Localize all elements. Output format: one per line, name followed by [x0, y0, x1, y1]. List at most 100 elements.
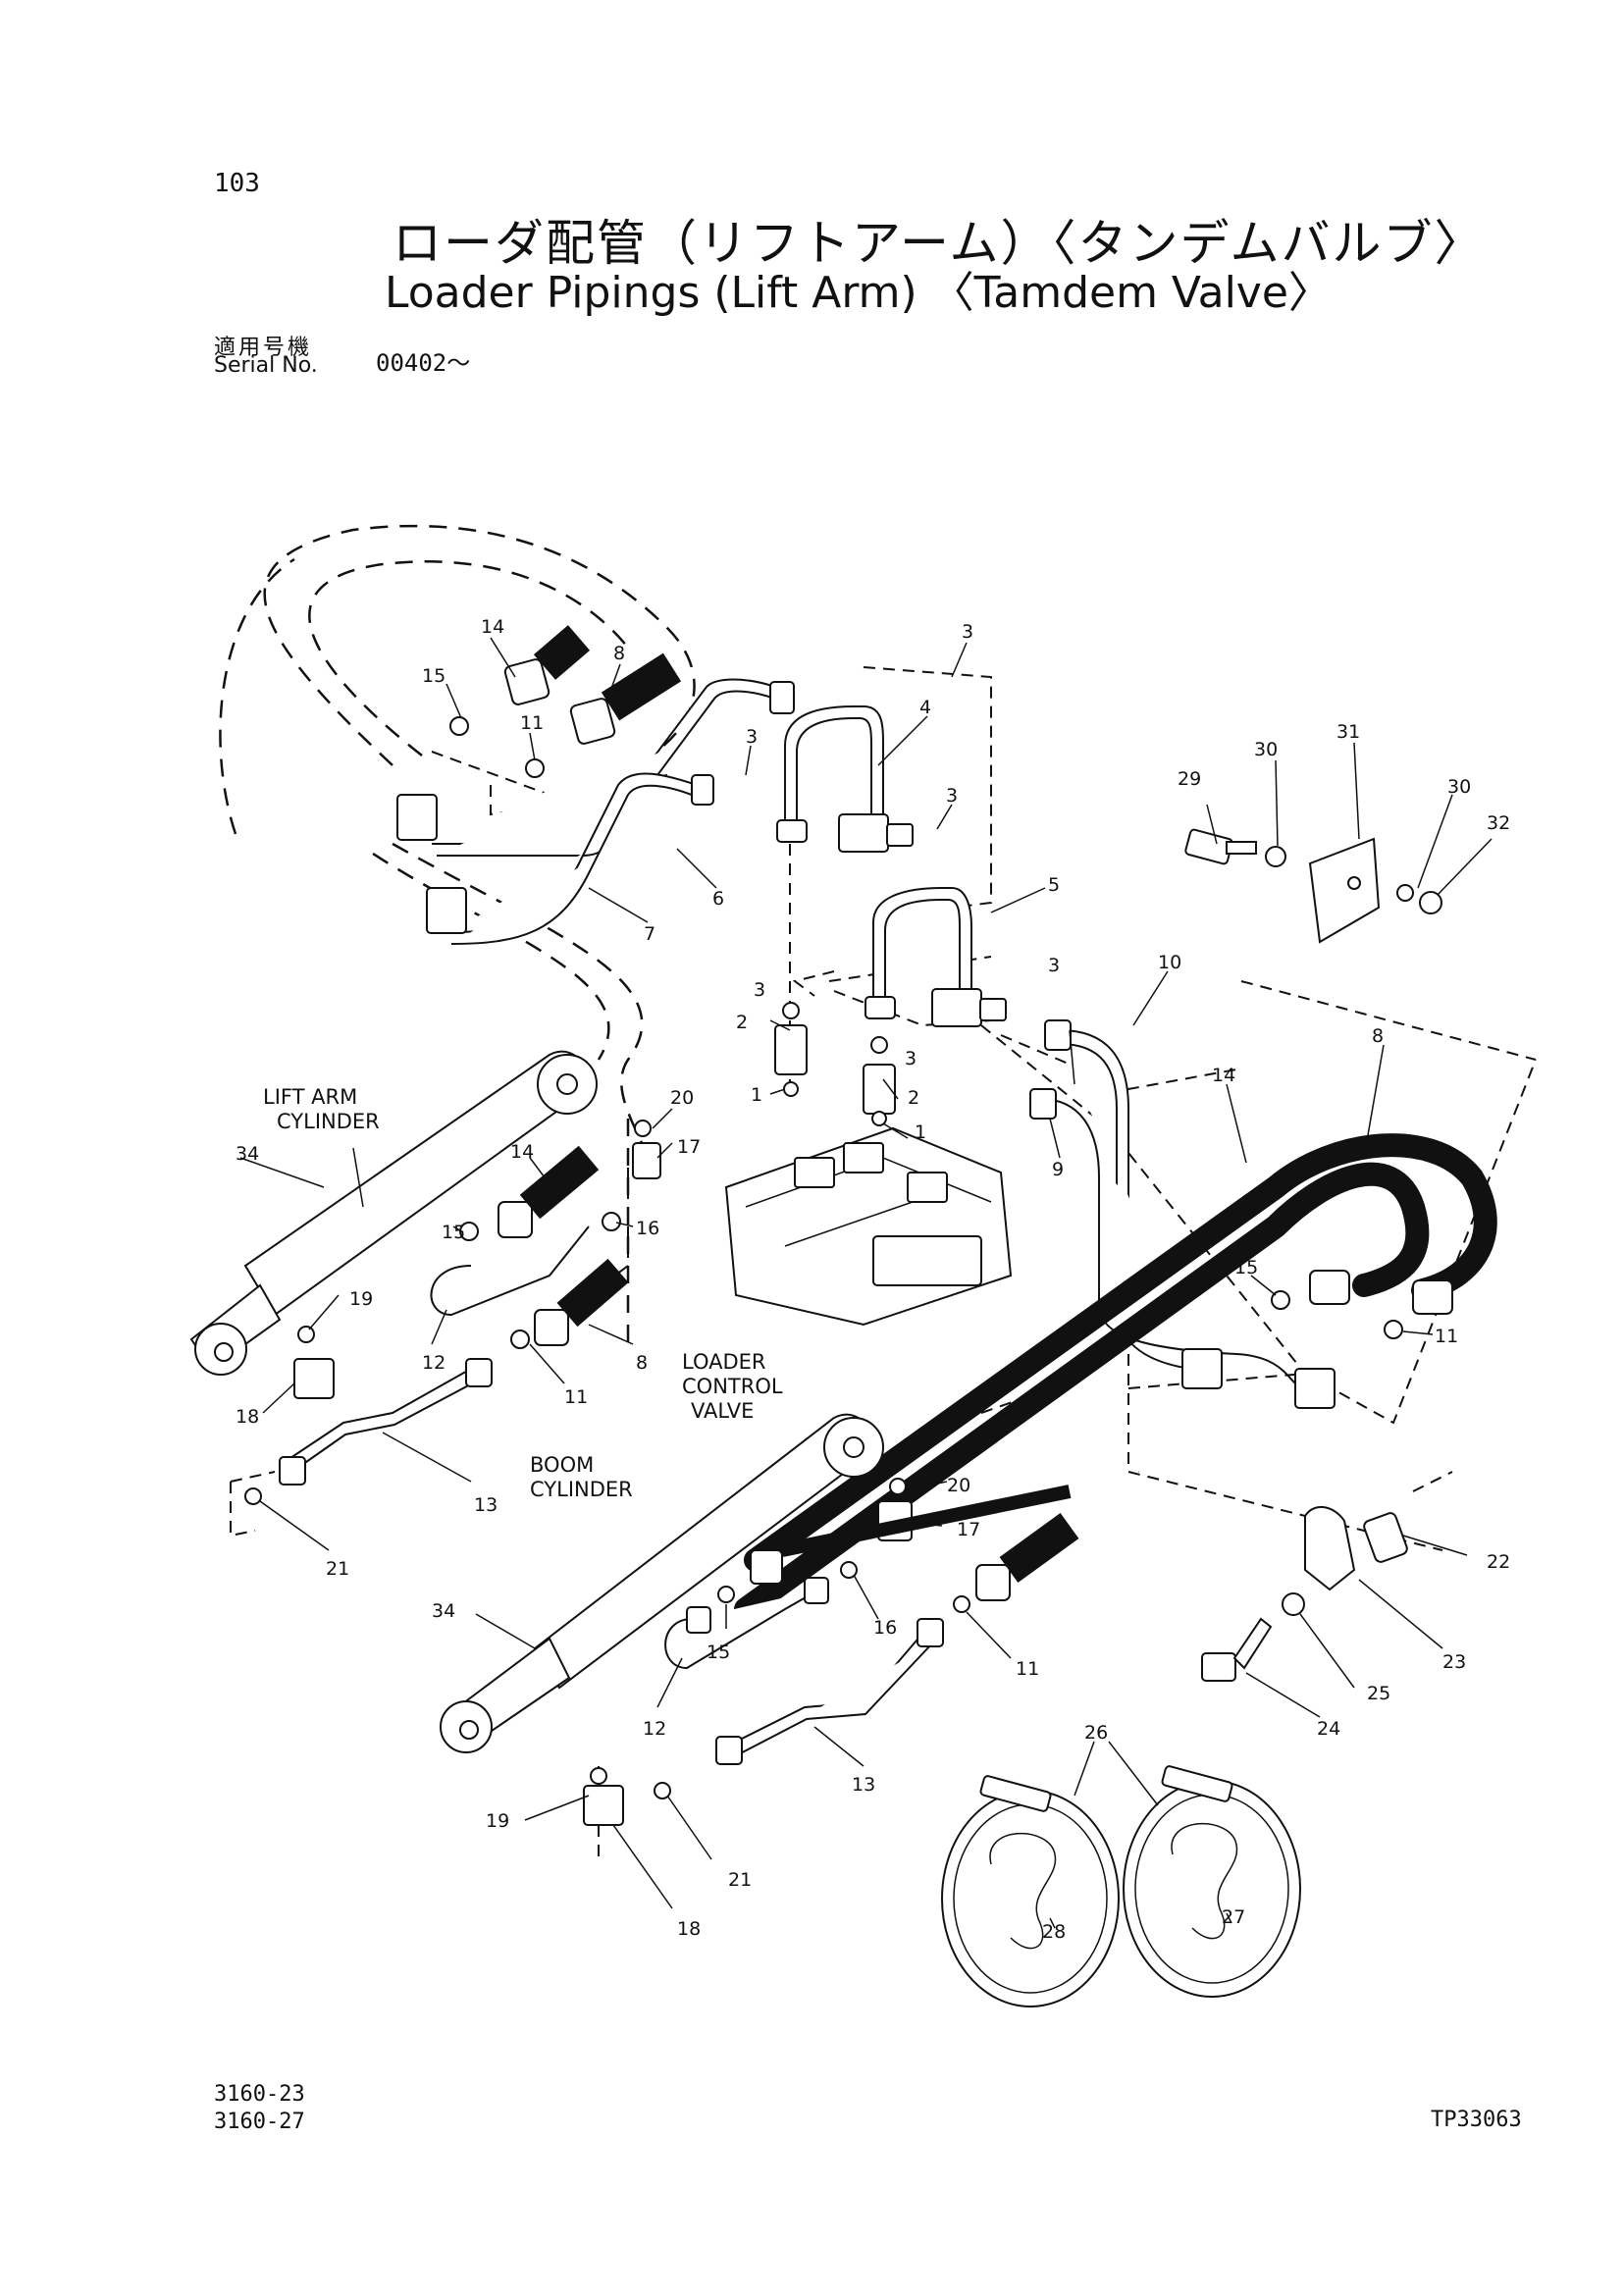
hose-set-middle: [430, 1120, 661, 1349]
callout-18: 18: [236, 1406, 259, 1428]
callout-5: 5: [1048, 874, 1060, 896]
callout-20: 20: [670, 1087, 694, 1109]
pipe-end-fitting: [1181, 1348, 1223, 1389]
callout-21: 21: [326, 1558, 349, 1580]
callout-8: 8: [636, 1352, 648, 1374]
callout-9: 9: [1052, 1159, 1064, 1180]
pipe-end-fitting: [426, 887, 467, 934]
hose-clamps: [941, 1765, 1301, 2007]
serial-number-value: 00402～: [376, 349, 471, 377]
label-boom: BOOM: [530, 1453, 594, 1477]
callout-2: 2: [908, 1087, 919, 1109]
label-lift-arm-cylinder: CYLINDER: [277, 1110, 380, 1133]
callout-21: 21: [728, 1869, 752, 1891]
callout-32: 32: [1487, 812, 1510, 834]
callout-12: 12: [643, 1718, 666, 1740]
tee-fitting: [931, 988, 982, 1027]
callout-10: 10: [1158, 952, 1181, 973]
callout-14: 14: [1212, 1065, 1235, 1086]
callout-31: 31: [1336, 721, 1360, 743]
callout-2: 2: [736, 1012, 748, 1033]
pipe-nut: [691, 774, 714, 806]
callout-16: 16: [873, 1617, 897, 1639]
document-code: TP33063: [1431, 2108, 1522, 2132]
page-title-english: Loader Pipings (Lift Arm) 〈Tamdem Valve〉: [385, 268, 1332, 318]
callout-29: 29: [1178, 768, 1201, 790]
callout-1: 1: [751, 1084, 762, 1106]
callout-3: 3: [1048, 955, 1060, 976]
callout-34: 34: [432, 1600, 455, 1622]
callout-30: 30: [1254, 739, 1278, 760]
mounting-hardware: [1184, 828, 1442, 1682]
callout-20: 20: [947, 1475, 970, 1496]
tee-fitting-end: [886, 823, 914, 847]
callout-3: 3: [746, 726, 758, 748]
callout-3: 3: [946, 785, 958, 807]
pipe-nut: [1029, 1088, 1057, 1120]
label-lift-arm: LIFT ARM: [263, 1085, 357, 1109]
pipe-nut: [769, 681, 795, 714]
label-control: CONTROL: [682, 1375, 783, 1398]
callout-27: 27: [1222, 1906, 1245, 1928]
boom-cylinder: [440, 1413, 1079, 1826]
callout-23: 23: [1442, 1651, 1466, 1673]
callout-7: 7: [644, 923, 655, 945]
callout-11: 11: [1435, 1326, 1458, 1347]
pipe-nut: [776, 819, 808, 843]
callout-11: 11: [564, 1386, 588, 1408]
callout-3: 3: [962, 621, 973, 643]
callout-3: 3: [754, 979, 765, 1001]
pipe-nut: [1044, 1019, 1072, 1051]
callout-14: 14: [510, 1141, 534, 1163]
callout-11: 11: [1016, 1658, 1039, 1680]
elbow-fitting: [293, 1358, 335, 1399]
loader-control-valve: [724, 1002, 1013, 1327]
hose-set-large: [734, 1133, 1497, 1621]
elbow-fitting: [632, 1142, 661, 1179]
callout-leaders: [239, 637, 1493, 1929]
callout-8: 8: [613, 643, 625, 664]
callout-22: 22: [1487, 1551, 1510, 1573]
adapter-fitting: [774, 1024, 808, 1075]
pipe-end-fitting: [396, 794, 438, 841]
callout-19: 19: [349, 1288, 373, 1310]
pipe-nut: [864, 996, 896, 1019]
pipe-end-fitting: [1294, 1368, 1336, 1409]
footer-reference-2: 3160-27: [214, 2110, 305, 2134]
footer-reference-1: 3160-23: [214, 2082, 305, 2107]
callout-25: 25: [1367, 1683, 1390, 1704]
callout-6: 6: [712, 888, 724, 910]
callout-30: 30: [1447, 776, 1471, 798]
callout-19: 19: [486, 1810, 509, 1832]
hose-set-upper: [449, 625, 682, 778]
callout-24: 24: [1317, 1718, 1340, 1740]
callout-15: 15: [1234, 1257, 1258, 1278]
callout-15: 15: [442, 1222, 465, 1243]
callout-17: 17: [677, 1136, 701, 1158]
callout-11: 11: [520, 712, 544, 734]
callout-13: 13: [474, 1494, 498, 1516]
hose-end-fitting: [1412, 1279, 1453, 1315]
page-number: 103: [214, 169, 260, 198]
callout-1: 1: [915, 1121, 926, 1143]
callout-3: 3: [905, 1048, 917, 1069]
callout-26: 26: [1084, 1722, 1108, 1744]
label-boom-cylinder: CYLINDER: [530, 1478, 633, 1501]
label-loader: LOADER: [682, 1350, 766, 1374]
lift-arm-cylinder: [189, 1050, 598, 1505]
page-title-japanese: ローダ配管（リフトアーム）〈タンデムバルブ〉: [393, 215, 1486, 272]
callout-28: 28: [1042, 1921, 1066, 1943]
elbow-fitting: [583, 1785, 624, 1826]
part-callouts: 14 8 15 11 3 4 3 3 6 7 5 3 10 8 14 15 11…: [236, 616, 1510, 1943]
label-valve: VALVE: [691, 1399, 754, 1423]
hose-routing-dashed: [219, 524, 1537, 1864]
callout-34: 34: [236, 1143, 259, 1165]
callout-18: 18: [677, 1918, 701, 1940]
callout-14: 14: [481, 616, 504, 638]
callout-4: 4: [919, 697, 931, 718]
serial-label-japanese: 適用号機: [214, 336, 313, 360]
tee-fitting-end: [979, 998, 1007, 1021]
callout-15: 15: [422, 665, 445, 687]
callout-15: 15: [707, 1642, 730, 1663]
callout-13: 13: [852, 1774, 875, 1796]
